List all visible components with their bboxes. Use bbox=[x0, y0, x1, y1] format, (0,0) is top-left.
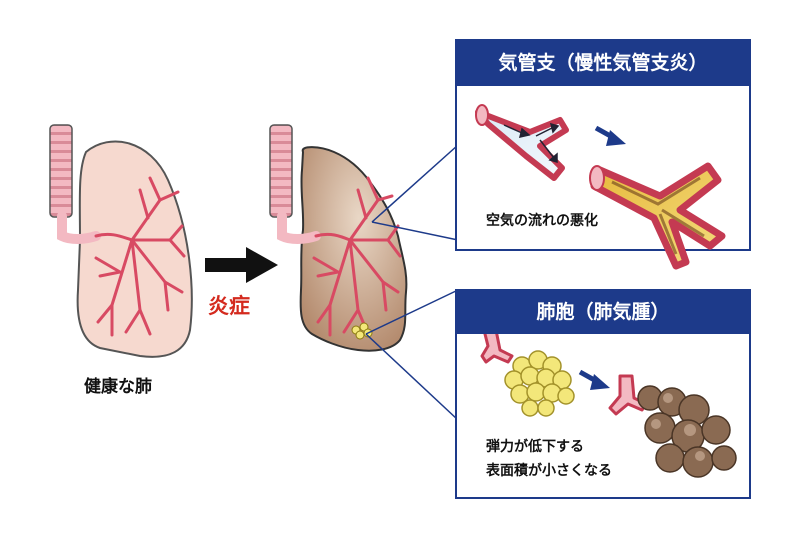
diseased-lung-illustration bbox=[269, 124, 408, 352]
inflammation-label: 炎症 bbox=[208, 294, 250, 318]
alveoli-illustration bbox=[480, 328, 737, 478]
alveoli-caption-line2: 表面積が小さくなる bbox=[486, 463, 612, 479]
healthy-lung-label: 健康な肺 bbox=[84, 377, 152, 397]
alveoli-caption-line1: 弾力が低下する bbox=[486, 439, 584, 455]
airway-illustration bbox=[475, 104, 726, 270]
bronchi-panel-title: 気管支（慢性気管支炎） bbox=[456, 40, 750, 86]
healthy-lung-illustration bbox=[49, 124, 193, 358]
leader-lines bbox=[365, 144, 459, 421]
alveoli-panel-title: 肺胞（肺気腫） bbox=[456, 290, 750, 334]
bronchi-caption: 空気の流れの悪化 bbox=[486, 213, 598, 229]
inflammation-arrow-icon bbox=[205, 247, 278, 283]
